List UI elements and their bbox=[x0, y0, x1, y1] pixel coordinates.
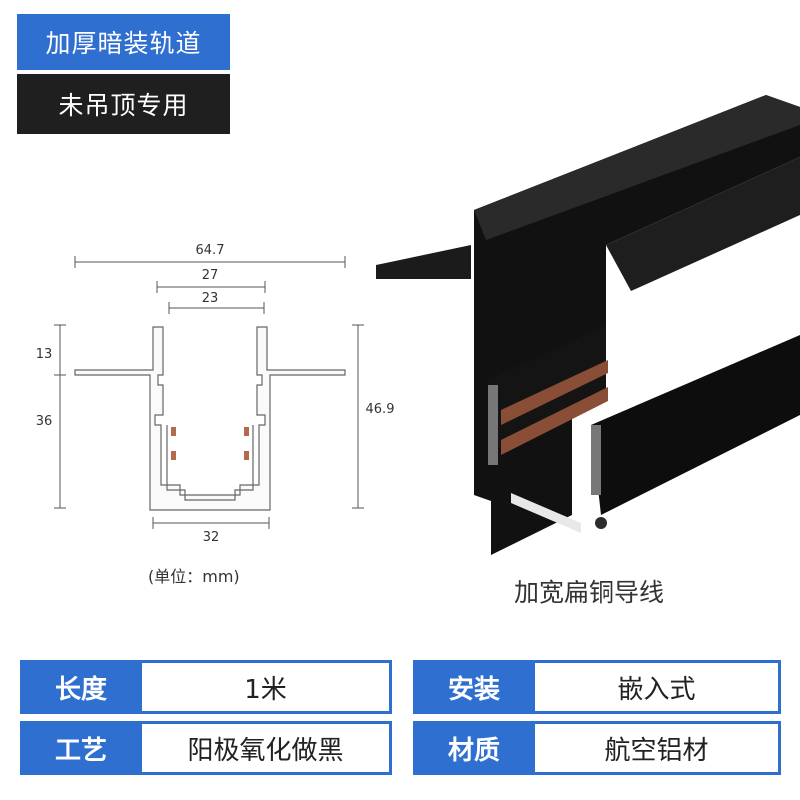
spec-value: 嵌入式 bbox=[535, 660, 781, 714]
dim-body-height: 36 bbox=[36, 414, 53, 429]
spec-process: 工艺 阳极氧化做黑 bbox=[20, 721, 392, 775]
dim-bottom-width: 32 bbox=[203, 530, 220, 545]
feature-caption: 加宽扁铜导线 bbox=[514, 578, 665, 607]
dim-opening-outer: 27 bbox=[202, 268, 219, 283]
spec-label: 工艺 bbox=[20, 721, 142, 775]
cross-section-drawing: 64.7 27 23 13 36 46.9 32 bbox=[36, 243, 395, 545]
spec-installation: 安装 嵌入式 bbox=[413, 660, 781, 714]
dim-overall-width: 64.7 bbox=[196, 243, 225, 258]
spec-length: 长度 1米 bbox=[20, 660, 392, 714]
dim-opening-inner: 23 bbox=[202, 291, 219, 306]
dim-flange-height: 13 bbox=[36, 347, 53, 362]
spec-label: 材质 bbox=[413, 721, 535, 775]
title-badge: 加厚暗装轨道 bbox=[17, 14, 230, 70]
subtitle-badge: 未吊顶专用 bbox=[17, 74, 230, 134]
spec-label: 安装 bbox=[413, 660, 535, 714]
dim-total-height: 46.9 bbox=[366, 402, 395, 417]
spec-value: 航空铝材 bbox=[535, 721, 781, 775]
spec-value: 阳极氧化做黑 bbox=[142, 721, 392, 775]
unit-note: (单位：mm) bbox=[148, 567, 240, 586]
track-product-illustration bbox=[376, 95, 800, 555]
spec-label: 长度 bbox=[20, 660, 142, 714]
spec-value: 1米 bbox=[142, 660, 392, 714]
spec-material: 材质 航空铝材 bbox=[413, 721, 781, 775]
